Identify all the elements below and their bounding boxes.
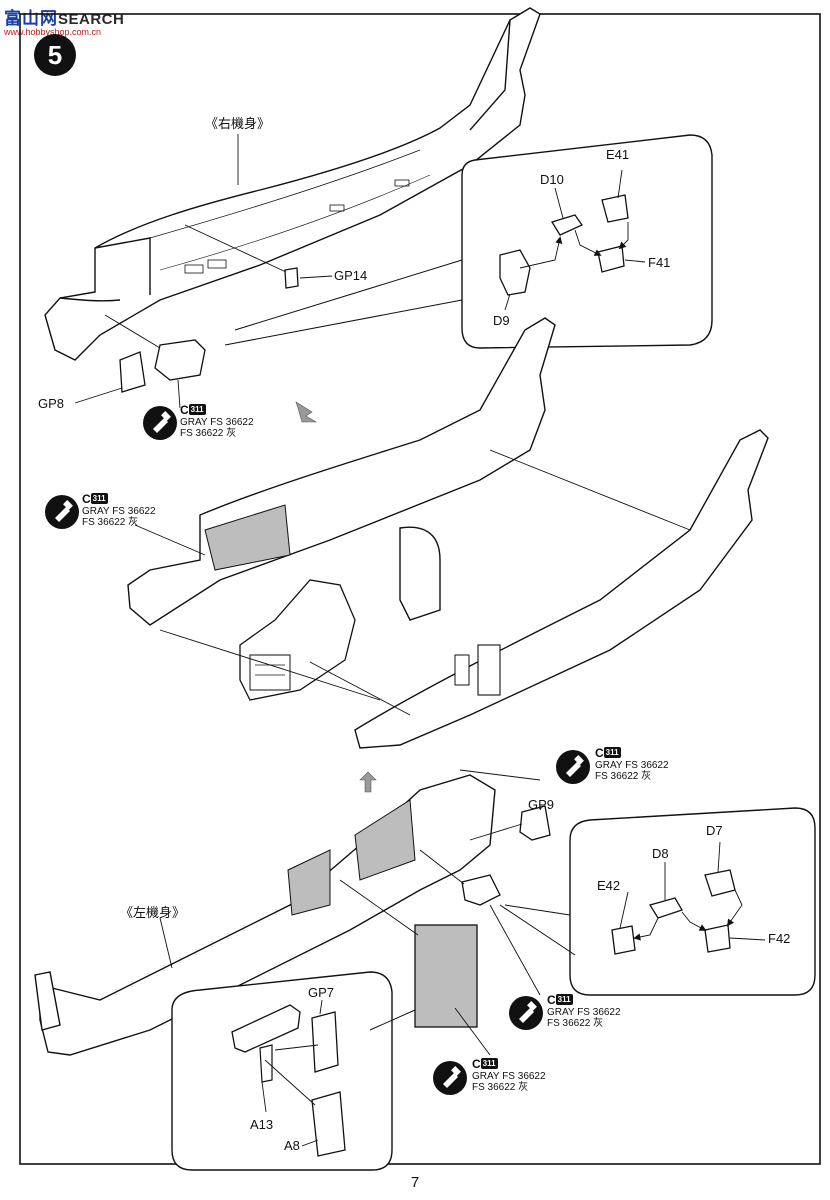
leader-gp9 <box>539 805 543 811</box>
leader-paint-box <box>489 904 541 996</box>
paint-name: GRAY FS 36622 <box>82 506 156 517</box>
leader-paint-middle <box>134 524 206 556</box>
label-f42: F42 <box>768 931 791 946</box>
leader-paint-door <box>454 1007 491 1056</box>
assembled-left-half <box>354 429 769 749</box>
paint-ref: 311 <box>480 1058 498 1069</box>
paint-icon <box>143 406 177 440</box>
label-d10: D10 <box>540 172 564 187</box>
paint-ref: 311 <box>555 994 573 1005</box>
paint-fs: FS 36622 灰 <box>547 1018 604 1029</box>
paint-code: C <box>472 1057 481 1071</box>
page-number: 7 <box>410 1174 420 1191</box>
guide-line <box>159 629 381 701</box>
paint-ref: 311 <box>188 404 206 415</box>
paint-code: C <box>547 993 556 1007</box>
paint-name: GRAY FS 36622 <box>547 1007 621 1018</box>
guide-line <box>309 661 411 716</box>
watermark-url: www.hobbyshop.com.cn <box>4 27 102 37</box>
paint-area-left-aft <box>287 849 331 916</box>
paint-name: GRAY FS 36622 <box>595 760 669 771</box>
part-gp14 <box>284 267 299 289</box>
leader-paint-top <box>177 379 181 409</box>
paint-ref: 311 <box>90 493 108 504</box>
paint-icon <box>509 996 543 1030</box>
label-a13: A13 <box>250 1117 274 1132</box>
cockpit-tub <box>239 579 356 701</box>
paint-name: GRAY FS 36622 <box>472 1071 546 1082</box>
paint-code: C <box>82 492 91 506</box>
label-gp8: GP8 <box>38 396 65 411</box>
label-gp9: GP9 <box>528 797 555 812</box>
label-gp7: GP7 <box>308 985 335 1000</box>
guide-line <box>489 449 691 531</box>
leader-gp14 <box>299 275 333 279</box>
step-number: 5 <box>48 40 62 70</box>
label-e41: E41 <box>606 147 630 162</box>
paint-code: C <box>595 746 604 760</box>
detail-callout-2 <box>499 807 816 996</box>
part-gp8 <box>119 351 146 393</box>
paint-icon <box>556 750 590 784</box>
label-f41: F41 <box>648 255 671 270</box>
paint-area-left-wall <box>354 799 416 881</box>
guide-line <box>339 879 419 936</box>
paint-fs: FS 36622 灰 <box>180 428 237 439</box>
paint-fs: FS 36622 灰 <box>472 1082 529 1093</box>
label-d8: D8 <box>652 846 669 861</box>
guide-line <box>104 314 161 349</box>
right-fuselage-half <box>44 7 541 361</box>
assembly-arrow-up <box>359 771 377 793</box>
leader-paint-bottom-top <box>459 769 541 781</box>
label-d7: D7 <box>706 823 723 838</box>
label-e42: E42 <box>597 878 621 893</box>
paint-fs: FS 36622 灰 <box>595 771 652 782</box>
paint-ref: 311 <box>603 747 621 758</box>
leader-gp8 <box>74 387 123 404</box>
guide-line <box>419 849 465 885</box>
part-gp-box <box>154 339 206 381</box>
paint-name: GRAY FS 36622 <box>180 417 254 428</box>
guide-line <box>469 823 523 841</box>
assembly-arrow-down <box>295 401 318 423</box>
label-gp14: GP14 <box>334 268 368 283</box>
step-badge: 5 <box>34 34 76 76</box>
guide-line <box>184 224 287 273</box>
paint-fs: FS 36622 灰 <box>82 517 139 528</box>
leader-left-fuselage <box>159 917 173 969</box>
detail-callout-1 <box>224 134 713 349</box>
label-d9: D9 <box>493 313 510 328</box>
label-a8: A8 <box>284 1138 300 1153</box>
paint-area-right-wall <box>204 504 291 571</box>
part-door-panel <box>414 924 478 1028</box>
label-right-fuselage: 《右機身》 <box>205 116 271 131</box>
detail-callout-3 <box>171 971 416 1171</box>
page-border <box>19 13 821 1165</box>
part-gp-box-left <box>461 874 501 906</box>
watermark-search: SEARCH <box>58 11 125 28</box>
paint-icon <box>433 1061 467 1095</box>
paint-icon <box>45 495 79 529</box>
paint-code: C <box>180 403 189 417</box>
label-left-fuselage: 《左機身》 <box>120 905 186 920</box>
